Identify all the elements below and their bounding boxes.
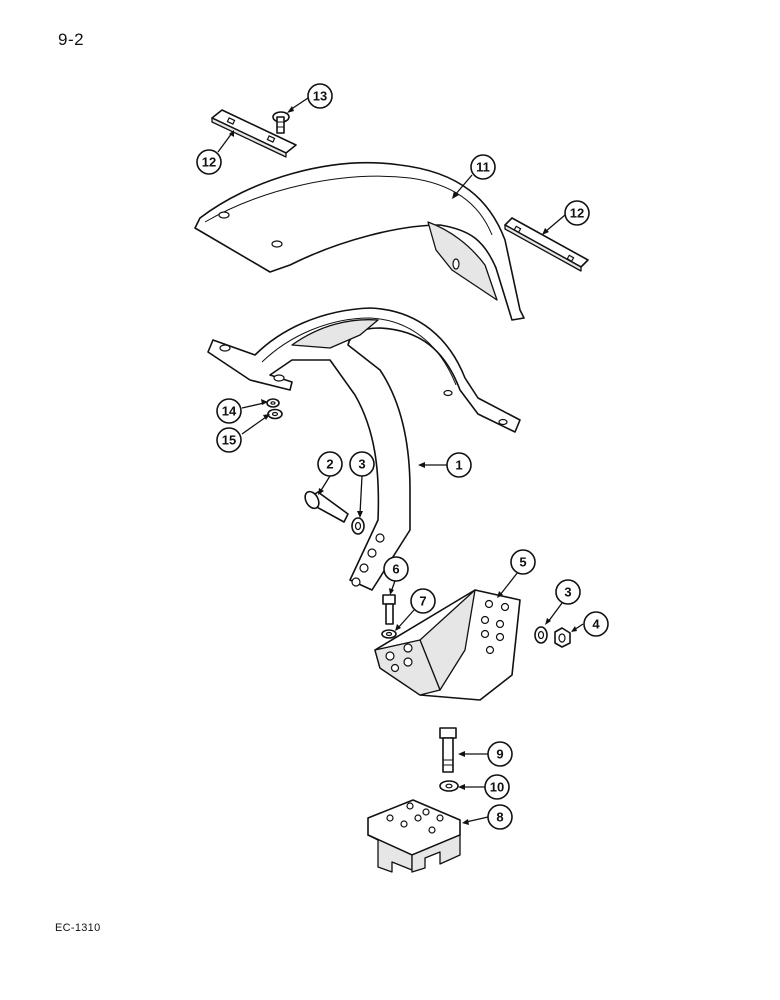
washer-7 [381,629,397,639]
callout-10: 10 [484,774,510,800]
washer-10 [439,780,459,792]
mounting-plate-left [211,109,297,158]
callout-6: 6 [383,556,409,582]
callout-label: 3 [564,585,571,600]
mounting-plate-right [504,217,589,272]
callout-1: 1 [446,452,472,478]
callout-13: 13 [307,83,333,109]
callout-12-right: 12 [564,200,590,226]
callout-label: 9 [496,747,503,762]
callout-3-upper: 3 [349,451,375,477]
callout-label: 5 [519,555,526,570]
leader-lines [217,97,584,825]
callout-label: 8 [496,810,503,825]
step-bracket-5 [374,589,521,701]
callout-14: 14 [216,398,242,424]
callout-label: 13 [313,89,327,104]
callout-label: 12 [202,155,216,170]
counterweight-block-8 [367,799,461,873]
carriage-bolt-13 [272,111,290,134]
callout-7: 7 [410,588,436,614]
callout-12-left: 12 [196,149,222,175]
callout-5: 5 [510,549,536,575]
washer-3-lower [534,626,548,644]
fender-bracket-1 [207,307,521,591]
callout-label: 4 [592,617,600,632]
callout-label: 6 [392,562,399,577]
callout-label: 15 [222,433,236,448]
callout-label: 2 [326,457,333,472]
figure-code: EC-1310 [55,922,101,934]
callout-label: 14 [222,404,237,419]
callout-label: 10 [490,780,504,795]
callout-label: 7 [419,594,426,609]
bolt-6 [382,594,396,625]
callout-label: 1 [455,458,462,473]
washer-14 [266,398,280,408]
callout-8: 8 [487,804,513,830]
nut-15 [267,408,283,420]
bolt-9 [439,727,457,773]
callout-3-lower: 3 [555,579,581,605]
callout-label: 11 [476,160,490,175]
washer-3-upper [351,517,365,535]
callout-15: 15 [216,427,242,453]
callout-2: 2 [317,451,343,477]
bolt-2 [304,490,349,523]
page-number: 9-2 [58,30,85,49]
callout-label: 3 [358,457,365,472]
callout-4: 4 [583,611,609,637]
nut-4 [554,627,571,648]
callout-11: 11 [470,154,496,180]
callout-label: 12 [570,206,584,221]
fender-11 [194,162,525,321]
callout-9: 9 [487,741,513,767]
